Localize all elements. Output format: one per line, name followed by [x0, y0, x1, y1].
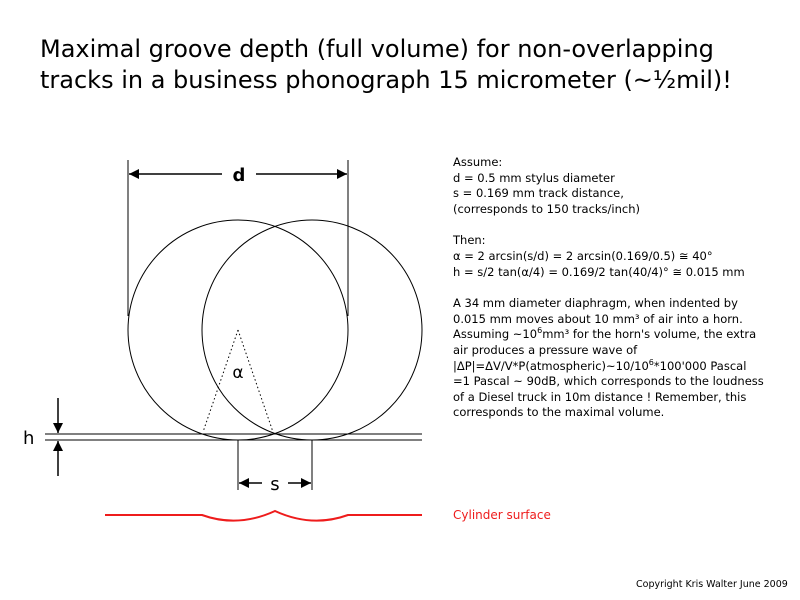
assume-line-tpi: (corresponds to 150 tracks/inch)	[453, 201, 641, 216]
d-label: d	[233, 165, 246, 186]
copyright-notice: Copyright Kris Walter June 2009	[636, 579, 788, 590]
assume-line-stylus: d = 0.5 mm stylus diameter	[453, 170, 615, 185]
para-line-1: A 34 mm diameter diaphragm, when indente…	[453, 296, 738, 311]
para-line-6: =1 Pascal ~ 90dB, which corresponds to t…	[453, 374, 764, 389]
title-line-1: Maximal groove depth (full volume) for n…	[40, 35, 714, 63]
then-block: Then: α = 2 arcsin(s/d) = 2 arcsin(0.169…	[453, 233, 798, 280]
assume-line-track: s = 0.169 mm track distance,	[453, 186, 624, 201]
para-line-4: air produces a pressure wave of	[453, 342, 638, 357]
para-line-2: 0.015 mm moves about 10 mm³ of air into …	[453, 311, 743, 326]
then-line-alpha: α = 2 arcsin(s/d) = 2 arcsin(0.169/0.5) …	[453, 248, 713, 263]
h-label: h	[23, 428, 34, 449]
alpha-label: α	[232, 363, 243, 383]
title-line-2: tracks in a business phonograph 15 micro…	[40, 66, 732, 94]
assume-block: Assume: d = 0.5 mm stylus diameter s = 0…	[453, 155, 798, 217]
pressure-paragraph: A 34 mm diameter diaphragm, when indente…	[453, 296, 798, 421]
then-heading: Then:	[453, 233, 486, 248]
assume-heading: Assume:	[453, 155, 503, 169]
para-line-5: |ΔP|=ΔV/V*P(atmospheric)~10/106*100'000 …	[453, 357, 747, 373]
cylinder-surface-legend: Cylinder surface	[453, 508, 551, 522]
stylus-circle-right	[201, 219, 423, 441]
para-line-7: of a Diesel truck in 10m distance ! Reme…	[453, 389, 747, 404]
page-title: Maximal groove depth (full volume) for n…	[40, 34, 780, 96]
cylinder-surface-profile	[105, 509, 422, 522]
explanation-notes: Assume: d = 0.5 mm stylus diameter s = 0…	[453, 155, 798, 437]
para-line-3: Assuming ~106mm³ for the horn's volume, …	[453, 326, 757, 342]
s-label: s	[270, 474, 279, 495]
then-line-h: h = s/2 tan(α/4) = 0.169/2 tan(40/4)° ≅ …	[453, 264, 745, 279]
para-line-8: corresponds to the maximal volume.	[453, 405, 665, 420]
